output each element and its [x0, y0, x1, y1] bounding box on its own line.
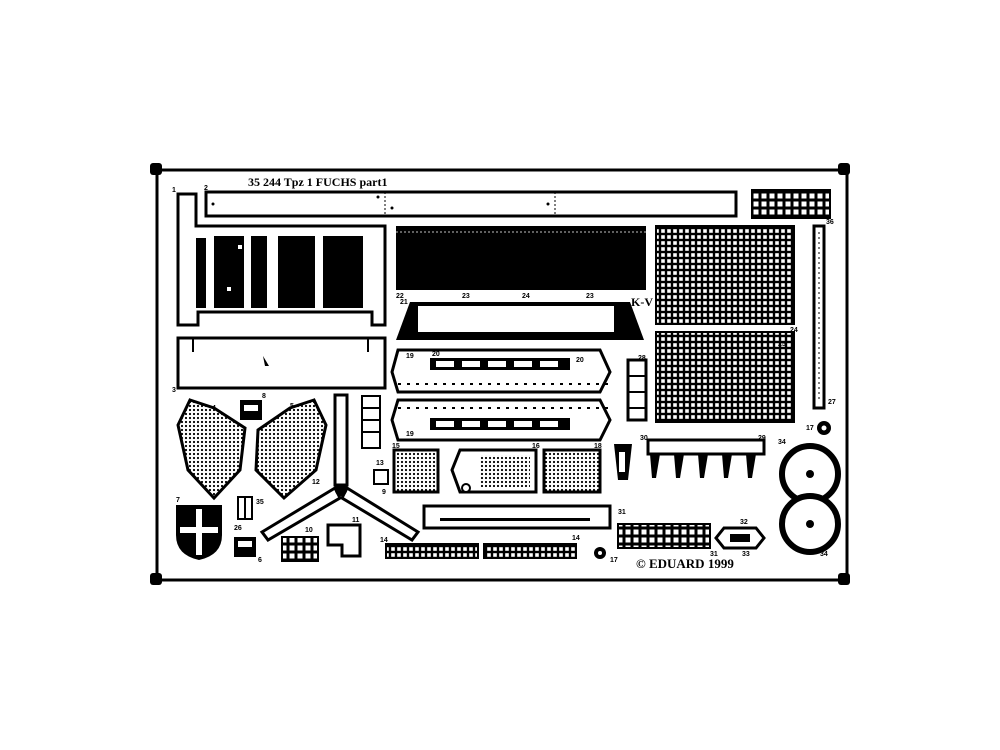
part-number: 18: [594, 443, 602, 450]
part-36-small-grille: [751, 189, 831, 219]
part-19-perforated-strip-upper: [390, 348, 612, 394]
part-32-clamp: [714, 526, 766, 550]
part-18-mesh-vent-right: [542, 448, 602, 494]
part-18-mesh-vent-center: [450, 448, 538, 494]
part-number: 23: [462, 293, 470, 300]
part-number: 34: [820, 551, 828, 558]
part-number: 35: [256, 499, 264, 506]
part-7-cross-emblem: [176, 505, 222, 560]
part-5-mesh-shield: [254, 398, 328, 501]
part-number: 23: [586, 293, 594, 300]
fret-frame: [150, 163, 850, 585]
part-10-grille: [281, 536, 319, 562]
part-number: 15: [392, 443, 400, 450]
part-number: 22: [396, 293, 404, 300]
part-23-large-grid-upper: [655, 225, 795, 325]
copyright-text: © EDUARD 1999: [636, 556, 734, 571]
part-13-tripod-arms: [259, 393, 421, 542]
part-number: 36: [826, 219, 834, 226]
part-number: 20: [576, 357, 584, 364]
part-number: 12: [312, 479, 320, 486]
part-number-labels: 1 2 3 4 5 6 7 8 9 10 11 12 13 14 14 15 1…: [172, 185, 836, 564]
part-2-long-strip: [204, 190, 738, 218]
part-number: 26: [234, 525, 242, 532]
brand-mark: K-V: [631, 295, 653, 309]
part-31-grille: [617, 523, 711, 549]
part-number: 21: [400, 299, 408, 306]
part-number: 29: [758, 435, 766, 442]
part-number: 17: [806, 425, 814, 432]
part-number: 20: [432, 351, 440, 358]
part-number: 31: [618, 509, 626, 516]
part-19-perforated-strip-lower: [390, 398, 612, 442]
part-number: 24: [522, 293, 530, 300]
part-3-plate: [176, 336, 387, 390]
part-number: 2: [204, 185, 208, 192]
part-number: 6: [258, 557, 262, 564]
part-number: 33: [742, 551, 750, 558]
part-number: 4: [212, 405, 216, 412]
part-27-vertical-rod: [812, 224, 826, 410]
part-8-clip: [237, 496, 253, 520]
part-17-round-washer: [594, 421, 831, 559]
part-1-side-panel: [176, 192, 387, 327]
part-11-hinge: [326, 523, 362, 558]
part-6-lower-bracket: [234, 537, 256, 557]
part-number: 19: [406, 431, 414, 438]
part-4-mesh-shield: [176, 398, 247, 501]
part-number: 14: [572, 535, 580, 542]
part-number: 24: [790, 327, 798, 334]
part-number: 25: [778, 341, 786, 348]
part-29-tooth-brackets: [646, 438, 766, 478]
part-21-black-panel: [396, 226, 646, 290]
part-number: 30: [640, 435, 648, 442]
part-number: 17: [610, 557, 618, 564]
part-number: 10: [305, 527, 313, 534]
part-number: 13: [376, 460, 384, 467]
part-14-comb-strip-right: [483, 543, 577, 559]
part-number: 14: [380, 537, 388, 544]
part-number: 7: [176, 497, 180, 504]
part-9-ladder: [361, 395, 381, 449]
part-number: 3: [172, 387, 176, 394]
sheet-title: 35 244 Tpz 1 FUCHS part1: [248, 175, 387, 189]
part-15-mesh-vent: [392, 448, 440, 494]
part-number: 28: [638, 355, 646, 362]
part-number: 19: [406, 353, 414, 360]
part-number: 5: [290, 403, 294, 410]
part-number: 1: [172, 187, 176, 194]
part-6-bracket: [240, 400, 262, 420]
part-34-disc-lower: [779, 493, 841, 555]
part-14-comb-strip-left: [385, 543, 479, 559]
part-24-large-grid-lower: [655, 331, 795, 423]
part-number: 32: [740, 519, 748, 526]
part-number: 11: [352, 517, 360, 524]
part-30-side-hooks: [614, 444, 632, 480]
part-number: 31: [710, 551, 718, 558]
part-number: 8: [262, 393, 266, 400]
part-12-long-bar: [422, 504, 612, 530]
part-number: 16: [532, 443, 540, 450]
part-28-vertical-ladder: [626, 358, 648, 422]
part-16-small-block: [373, 469, 389, 485]
part-22-frame: [396, 302, 644, 340]
part-number: 27: [828, 399, 836, 406]
part-number: 34: [778, 439, 786, 446]
part-number: 9: [382, 489, 386, 496]
